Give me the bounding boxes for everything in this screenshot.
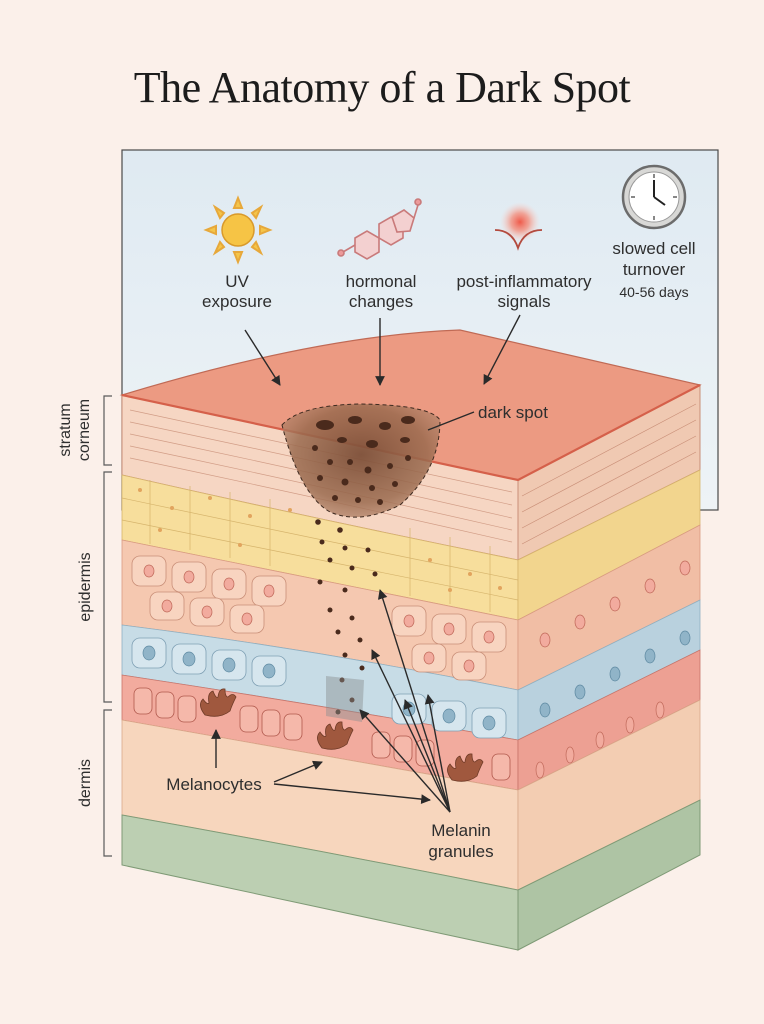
dermis-label: dermis [77, 759, 94, 807]
uv-label-2: exposure [202, 292, 272, 311]
stratum-label-2: corneum [76, 399, 93, 461]
side-brackets [103, 395, 112, 857]
arrows [211, 314, 521, 813]
dark-spot [281, 403, 441, 722]
skin-surface-edge [121, 384, 701, 482]
page-title: The Anatomy of a Dark Spot [133, 63, 631, 112]
sun-icon [203, 195, 273, 265]
inflammation-icon [494, 202, 543, 251]
hormone-molecule-icon [337, 198, 422, 260]
turnover-label-2: turnover [623, 260, 686, 279]
side-face [517, 384, 701, 951]
hormonal-label-1: hormonal [346, 272, 417, 291]
melanin-label-1: Melanin [431, 821, 491, 840]
melanin-label-2: granules [428, 842, 493, 861]
melanocytes-label: Melanocytes [166, 775, 261, 794]
dark-spot-label: dark spot [478, 403, 548, 422]
turnover-label-1: slowed cell [612, 239, 695, 258]
stratum-label-1: stratum [57, 403, 74, 456]
inflammatory-label-1: post-inflammatory [456, 272, 592, 291]
factor-labels: UV exposure hormonal changes post-inflam… [202, 239, 696, 311]
hormonal-label-2: changes [349, 292, 413, 311]
side-labels: stratum corneum epidermis dermis [57, 399, 94, 807]
skin-surface [119, 329, 702, 481]
inflammatory-label-2: signals [498, 292, 551, 311]
epidermis-label: epidermis [77, 552, 94, 621]
turnover-days: 40-56 days [619, 284, 688, 300]
uv-label-1: UV [225, 272, 249, 291]
clock-icon [621, 164, 687, 230]
